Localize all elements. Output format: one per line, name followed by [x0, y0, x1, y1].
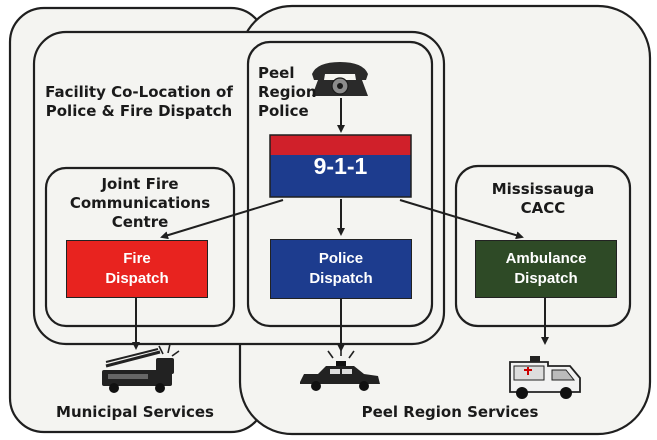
telephone-icon	[312, 62, 368, 96]
ambulance-dispatch-box: Ambulance Dispatch	[475, 240, 617, 298]
colocation-label: Facility Co-Location of Police & Fire Di…	[45, 83, 233, 120]
ambulance-icon	[509, 356, 581, 399]
joint-fire-label: Joint Fire Communications Centre	[69, 175, 211, 231]
nine-one-one-label: 9-1-1	[313, 153, 368, 179]
fire-dispatch-box: Fire Dispatch	[66, 240, 208, 298]
arrow-911-to-fire	[160, 199, 284, 240]
peel-police-label: Peel Region Police	[258, 64, 317, 120]
municipal-services-label: Municipal Services	[56, 403, 214, 421]
fire-truck-icon	[102, 343, 180, 393]
nine-one-one-outline	[269, 134, 412, 198]
mississauga-cacc-label: Mississauga CACC	[491, 180, 595, 217]
nine-one-one-bottom-band	[270, 155, 411, 197]
police-car-icon	[300, 348, 380, 391]
police-dispatch-box: Police Dispatch	[270, 239, 412, 299]
arrow-911-to-ambulance	[399, 199, 524, 240]
peel-region-services-label: Peel Region Services	[361, 403, 539, 421]
